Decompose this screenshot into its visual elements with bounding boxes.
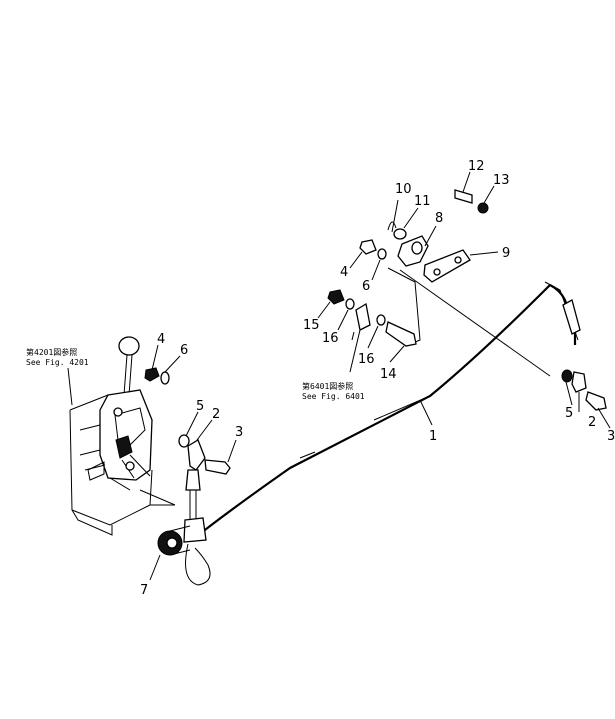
control-lever-assembly [69,336,176,536]
callout-3-left: 3 [235,425,243,440]
ref-fig-4201: 第4201図参照 See Fig. 4201 [26,347,89,406]
callout-6-left: 6 [180,343,188,358]
control-cable: 1 [183,281,581,586]
callout-12: 12 [468,159,485,174]
callout-7: 7 [140,583,148,598]
callout-10: 10 [395,182,412,197]
ref-4201-jp: 第4201図参照 [26,347,77,357]
callout-2-left: 2 [212,407,220,422]
upper-bracket-assembly: 12 13 9 8 11 10 4 6 [340,159,551,377]
cable-clamp: 7 [140,525,191,598]
callout-15: 15 [303,318,320,333]
callout-16-b: 16 [358,352,375,367]
callout-8: 8 [435,211,443,226]
ref-4201-en: See Fig. 4201 [26,358,89,367]
lower-pin-parts: 15 16 16 14 [303,289,417,382]
callout-16-a: 16 [322,331,339,346]
ref-6401-jp: 第6401図参照 [302,381,353,391]
right-joint-parts: 5 2 3 [561,369,615,444]
callout-6-upper: 6 [362,279,370,294]
callout-14: 14 [380,367,397,382]
callout-5-left: 5 [196,399,204,414]
left-joint-parts: 5 2 3 [178,399,243,475]
left-nut-washer: 4 6 [144,332,188,385]
callout-4-left: 4 [157,332,165,347]
callout-13: 13 [493,173,510,188]
ref-6401-en: See Fig. 6401 [302,392,365,401]
callout-9: 9 [502,246,510,261]
callout-11: 11 [414,194,431,209]
callout-4-upper: 4 [340,265,348,280]
callout-5-right: 5 [565,406,573,421]
ref-fig-6401: 第6401図参照 See Fig. 6401 [302,381,365,401]
callout-1: 1 [429,429,437,444]
callout-2-right: 2 [588,415,596,430]
callout-3-right: 3 [607,429,615,444]
